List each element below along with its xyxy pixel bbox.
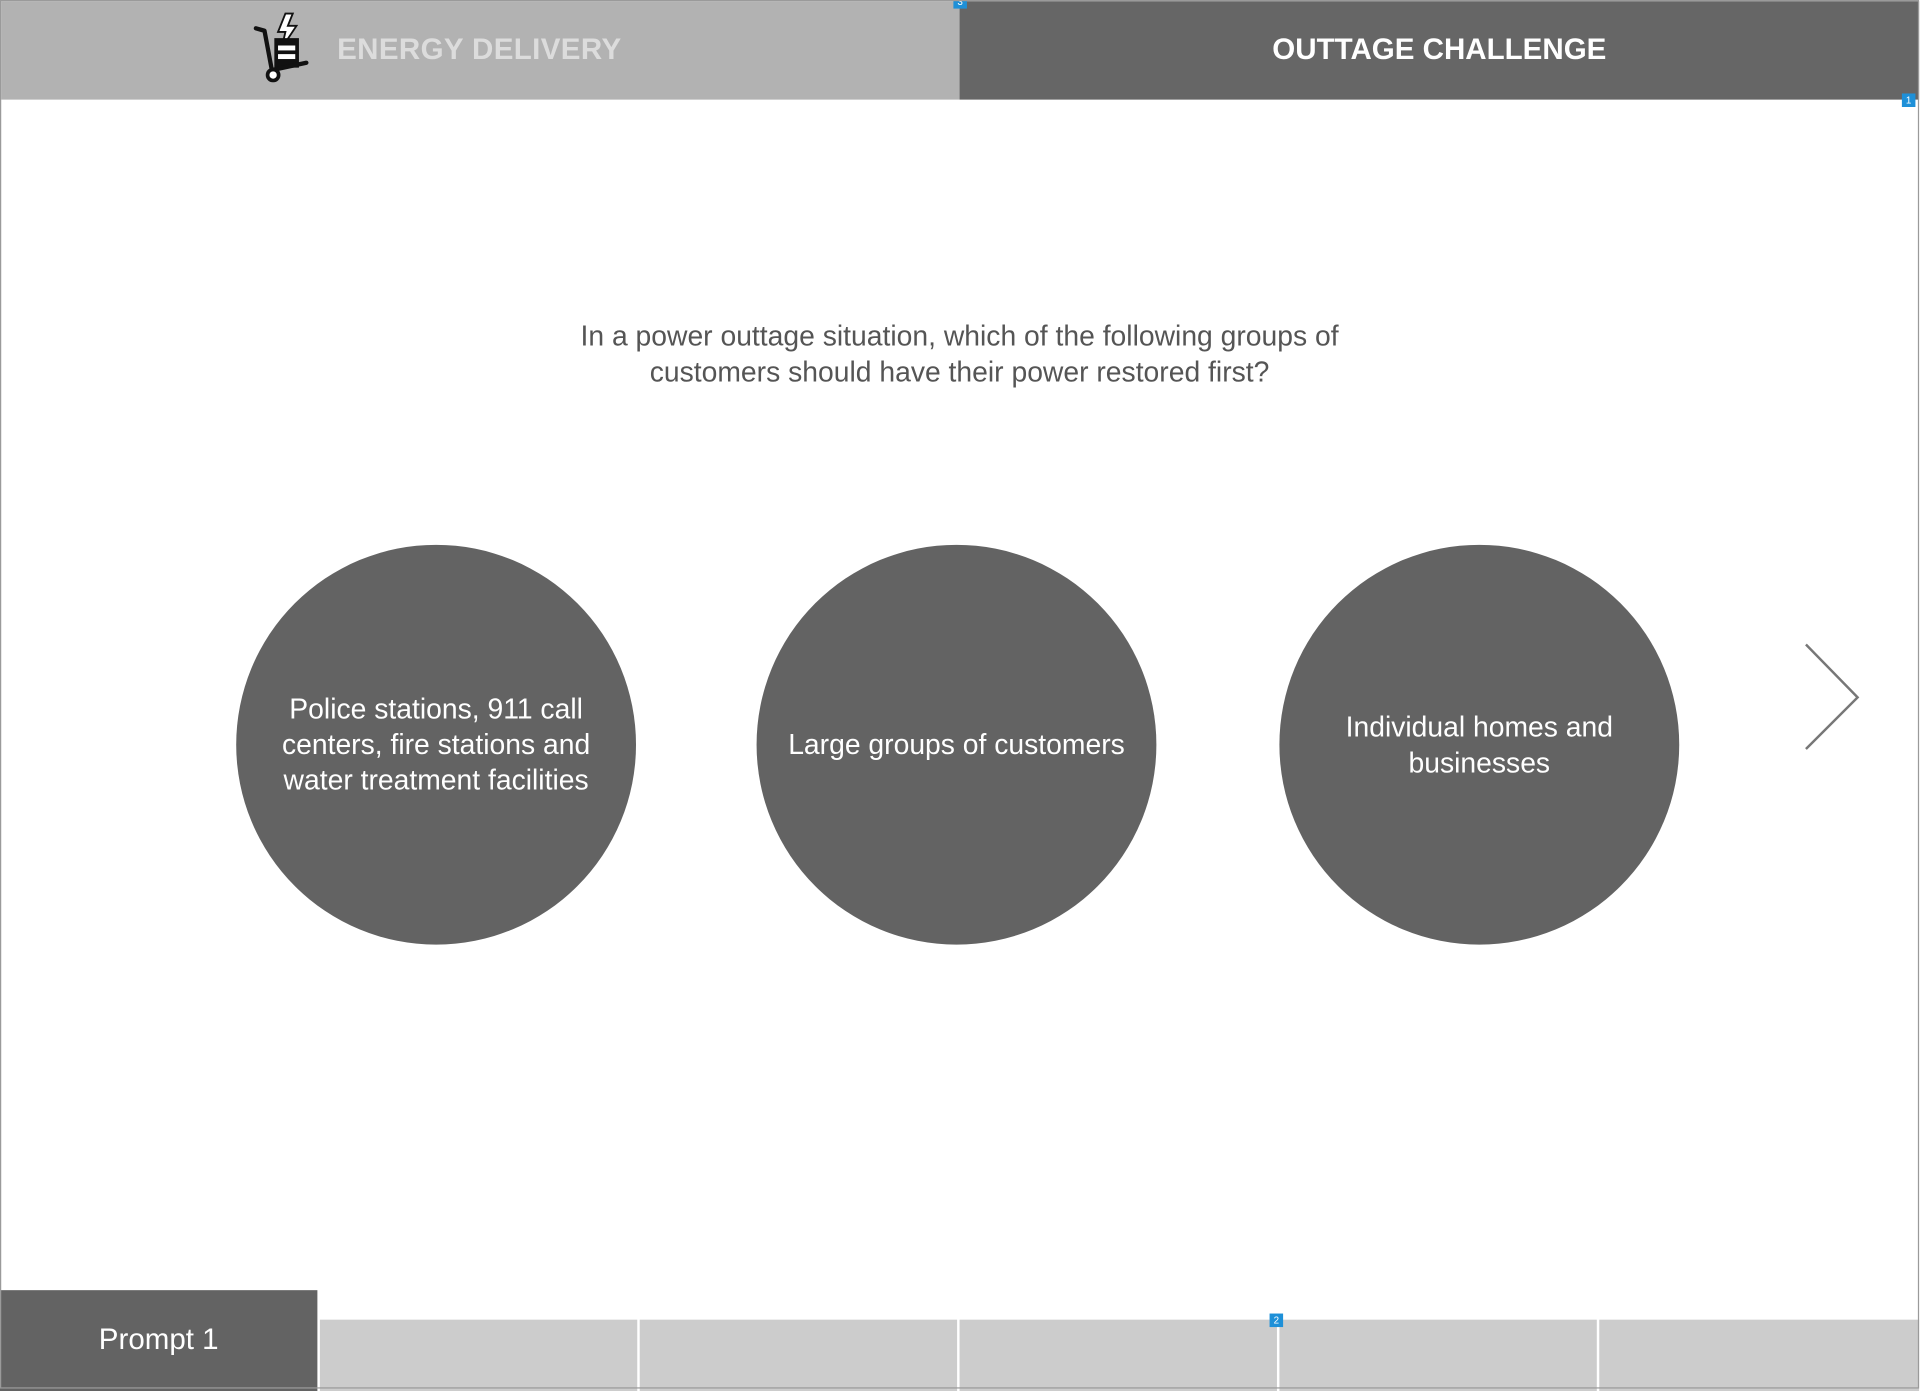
tab-prompt-1[interactable]: Prompt 1: [0, 1290, 318, 1391]
option-label: Police stations, 911 call centers, fire …: [281, 692, 591, 796]
tab-prompt-slot[interactable]: [1279, 1319, 1597, 1391]
tab-label: Prompt 1: [98, 1323, 219, 1357]
option-label: Individual homes and businesses: [1345, 710, 1614, 778]
question-line: customers should have their power restor…: [649, 355, 1270, 388]
option-emergency-facilities[interactable]: Police stations, 911 call centers, fire …: [236, 544, 637, 945]
header-tab-outtage-challenge[interactable]: [959, 1, 1920, 100]
header-left-title: ENERGY DELIVERY: [337, 33, 622, 67]
header-right-title: OUTTAGE CHALLENGE: [1272, 33, 1607, 67]
option-individual-homes[interactable]: Individual homes and businesses: [1279, 544, 1680, 945]
marker-badge: 2: [1269, 1313, 1284, 1328]
tab-prompt-slot[interactable]: [639, 1319, 958, 1391]
option-label: Large groups of customers: [788, 728, 1125, 761]
header-tab-energy-delivery[interactable]: [1, 1, 960, 100]
marker-badge: 3: [953, 0, 967, 9]
question-line: In a power outtage situation, which of t…: [580, 319, 1339, 352]
option-large-groups[interactable]: Large groups of customers: [756, 544, 1157, 945]
chevron-right-icon[interactable]: [1799, 640, 1868, 756]
marker-badge: 1: [1901, 93, 1916, 108]
tab-prompt-slot[interactable]: [1599, 1319, 1920, 1391]
tab-prompt-slot[interactable]: [959, 1319, 1277, 1391]
question-text: In a power outtage situation, which of t…: [467, 319, 1451, 390]
tab-prompt-slot[interactable]: [319, 1319, 638, 1391]
hand-truck-bolt-icon: [253, 12, 309, 83]
